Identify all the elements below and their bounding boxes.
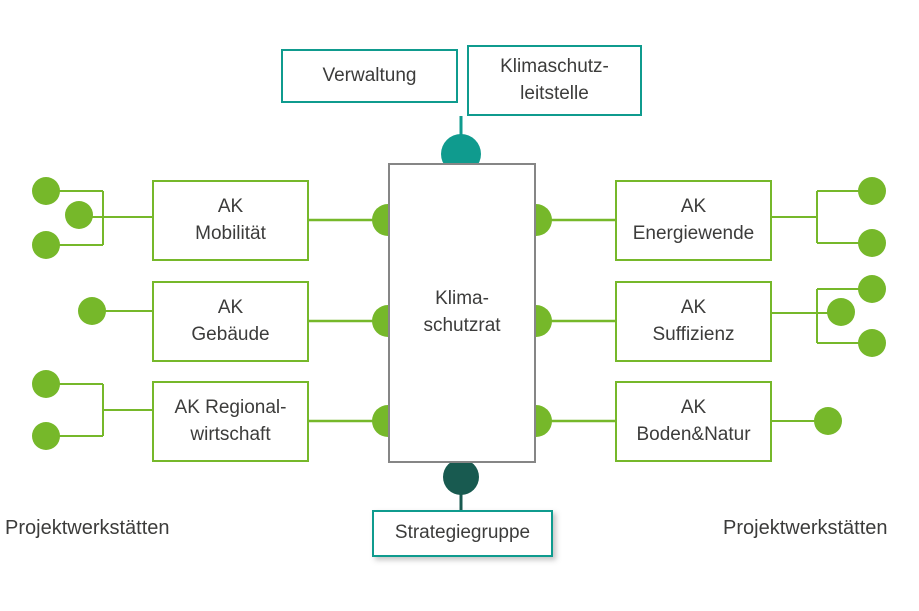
box-klimaschutzleitstelle-line2: leitstelle — [520, 82, 589, 104]
box-ak-gebaeude: AK Gebäude — [152, 281, 309, 362]
label-projektwerkstaetten-right: Projektwerkstätten — [723, 517, 888, 539]
box-ak-regionalwirtschaft: AK Regional- wirtschaft — [152, 381, 309, 462]
link-node-bottom — [443, 459, 479, 495]
project-dots-gebaeude — [78, 297, 152, 325]
box-ak-energiewende: AK Energiewende — [615, 180, 772, 261]
project-dots-mobilitaet — [32, 177, 152, 259]
box-ak-boden-natur: AK Boden&Natur — [615, 381, 772, 462]
bottom-link — [443, 459, 479, 511]
label-projektwerkstaetten-left: Projektwerkstätten — [5, 517, 170, 539]
project-dots-boden-natur — [772, 407, 842, 435]
box-klimaschutzrat-line1: Klima- — [435, 288, 489, 310]
project-dot — [32, 370, 60, 398]
box-ak-mobilitaet-line1: AK — [217, 195, 244, 217]
project-dot — [32, 422, 60, 450]
box-ak-gebaeude-line1: AK — [217, 296, 244, 318]
box-klimaschutzrat: Klima- schutzrat — [388, 163, 536, 463]
project-dot — [32, 177, 60, 205]
box-ak-energiewende-line1: AK — [680, 195, 707, 217]
box-strategiegruppe: Strategiegruppe — [372, 510, 553, 557]
project-dot — [814, 407, 842, 435]
project-dot — [858, 275, 886, 303]
box-ak-regionalwirtschaft-line2: wirtschaft — [190, 423, 271, 445]
box-ak-suffizienz: AK Suffizienz — [615, 281, 772, 362]
project-dots-regionalwirtschaft — [32, 370, 152, 450]
box-strategiegruppe-label: Strategiegruppe — [394, 522, 531, 544]
box-ak-regionalwirtschaft-line1: AK Regional- — [174, 396, 287, 418]
box-klimaschutzleitstelle-line1: Klimaschutz- — [500, 55, 609, 77]
project-dot — [32, 231, 60, 259]
project-dot — [858, 329, 886, 357]
project-dot — [858, 177, 886, 205]
project-dot — [78, 297, 106, 325]
box-ak-boden-natur-line1: AK — [680, 396, 707, 418]
box-klimaschutzrat-line2: schutzrat — [423, 315, 501, 336]
box-ak-energiewende-line2: Energiewende — [632, 222, 755, 244]
project-dot — [827, 298, 855, 326]
box-klimaschutzleitstelle: Klimaschutz- leitstelle — [467, 45, 642, 116]
project-dot — [858, 229, 886, 257]
box-ak-mobilitaet: AK Mobilität — [152, 180, 309, 261]
box-verwaltung-label: Verwaltung — [322, 64, 417, 86]
project-dots-suffizienz — [772, 275, 886, 357]
project-dot — [65, 201, 93, 229]
project-dots-energiewende — [772, 177, 886, 257]
box-ak-suffizienz-line2: Suffizienz — [652, 323, 735, 345]
box-ak-suffizienz-line1: AK — [680, 296, 707, 318]
box-ak-boden-natur-line2: Boden&Natur — [636, 423, 751, 445]
box-ak-gebaeude-line2: Gebäude — [191, 323, 270, 345]
box-ak-mobilitaet-line2: Mobilität — [195, 222, 266, 244]
box-verwaltung: Verwaltung — [281, 49, 458, 103]
